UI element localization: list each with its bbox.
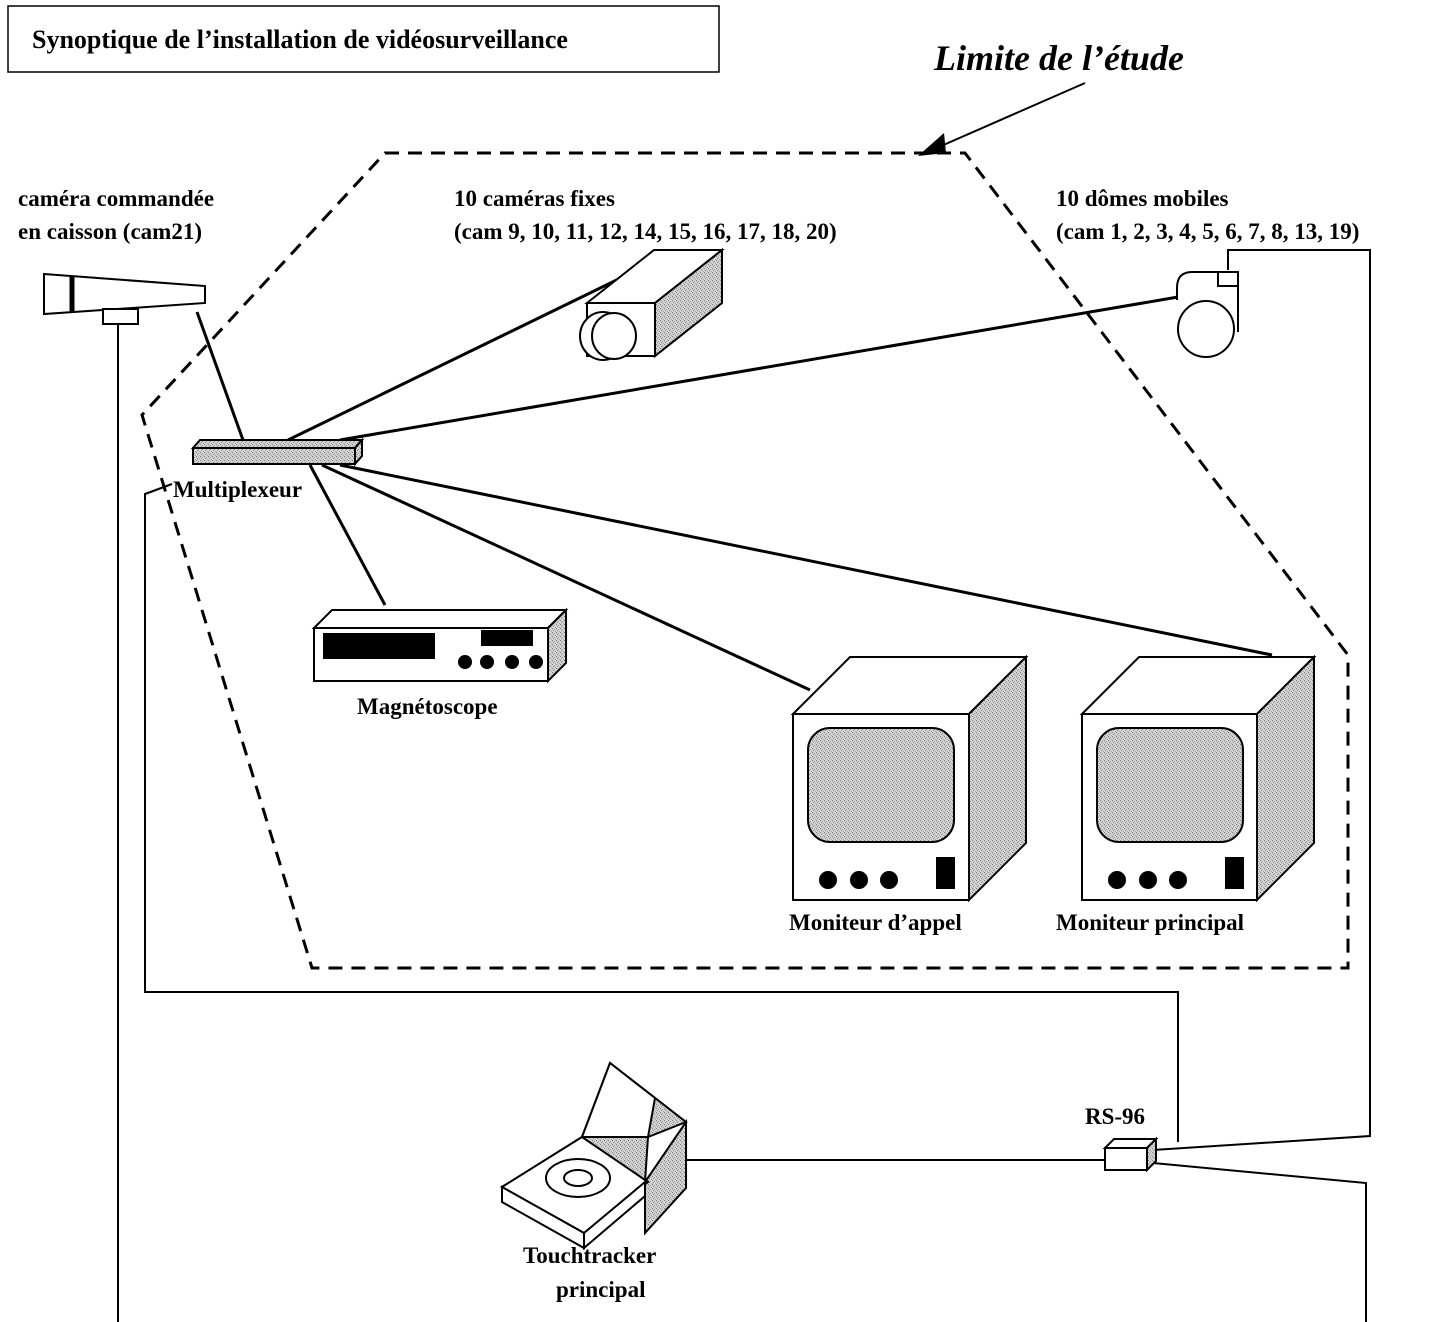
mobile-domes-label-2: (cam 1, 2, 3, 4, 5, 6, 7, 8, 13, 19)	[1056, 219, 1359, 244]
dome-camera-icon	[1176, 271, 1239, 358]
call-monitor-icon	[790, 654, 1029, 903]
main-monitor-icon	[1079, 654, 1317, 903]
multiplexer-label: Multiplexeur	[173, 477, 302, 502]
controlled-camera-label-1: caméra commandée	[18, 186, 214, 211]
wiring	[117, 249, 1371, 1322]
diagram-title: Synoptique de l’installation de vidéosur…	[32, 25, 568, 54]
main-monitor-label: Moniteur principal	[1056, 910, 1244, 935]
rs96-label: RS-96	[1085, 1104, 1145, 1129]
call-monitor-label: Moniteur d’appel	[789, 910, 962, 935]
study-limit-arrow	[918, 82, 1086, 156]
touchtracker-icon	[500, 1061, 688, 1251]
vcr-label: Magnétoscope	[357, 694, 498, 719]
study-limit-label: Limite de l’étude	[933, 38, 1184, 78]
touchtracker-label-2: principal	[556, 1277, 645, 1302]
fixed-camera-icon	[579, 247, 725, 361]
housed-camera-icon	[43, 272, 206, 325]
rs96-icon	[1102, 1136, 1159, 1173]
study-limit-boundary	[140, 151, 1350, 970]
fixed-cameras-label-2: (cam 9, 10, 11, 12, 14, 15, 16, 17, 18, …	[454, 219, 837, 244]
vcr-icon	[311, 607, 569, 684]
mobile-domes-label-1: 10 dômes mobiles	[1056, 186, 1229, 211]
fixed-cameras-label-1: 10 caméras fixes	[454, 186, 615, 211]
multiplexer-icon	[190, 437, 365, 467]
controlled-camera-label-2: en caisson (cam21)	[18, 219, 202, 244]
touchtracker-label-1: Touchtracker	[523, 1243, 656, 1268]
title-box: Synoptique de l’installation de vidéosur…	[7, 5, 720, 73]
